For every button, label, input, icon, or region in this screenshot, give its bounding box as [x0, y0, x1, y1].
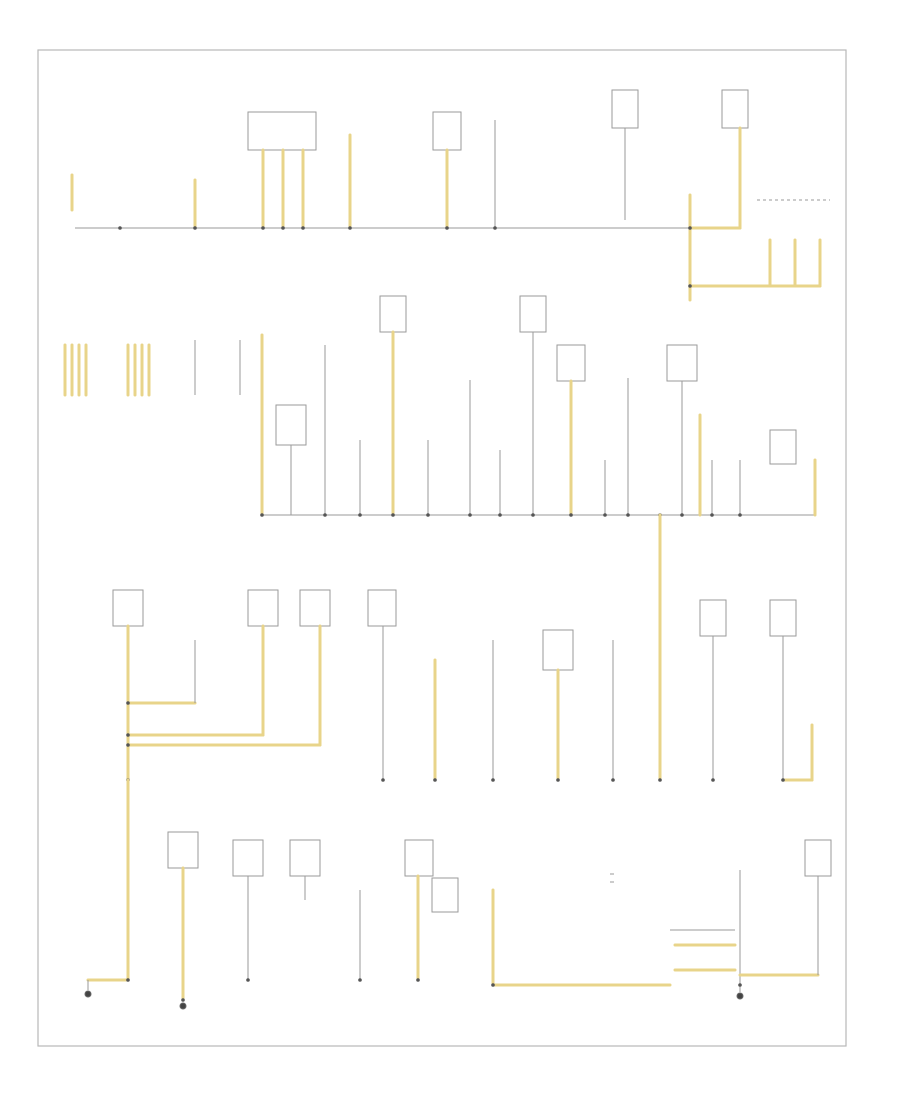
row-3-components	[112, 589, 814, 782]
row-3-nodes	[126, 701, 785, 782]
legend	[610, 873, 614, 883]
ground-symbol-mid	[179, 1002, 187, 1010]
row-4-nodes	[126, 978, 742, 1002]
diagram-frame	[37, 49, 847, 1047]
row-4-components	[86, 778, 832, 1002]
ground-symbol-right	[736, 992, 744, 1000]
ground-symbol-left	[84, 990, 92, 998]
row-2-nodes	[260, 513, 742, 517]
row-1-components	[70, 89, 830, 302]
row-2-components	[63, 295, 817, 517]
row-1-nodes	[118, 226, 692, 288]
